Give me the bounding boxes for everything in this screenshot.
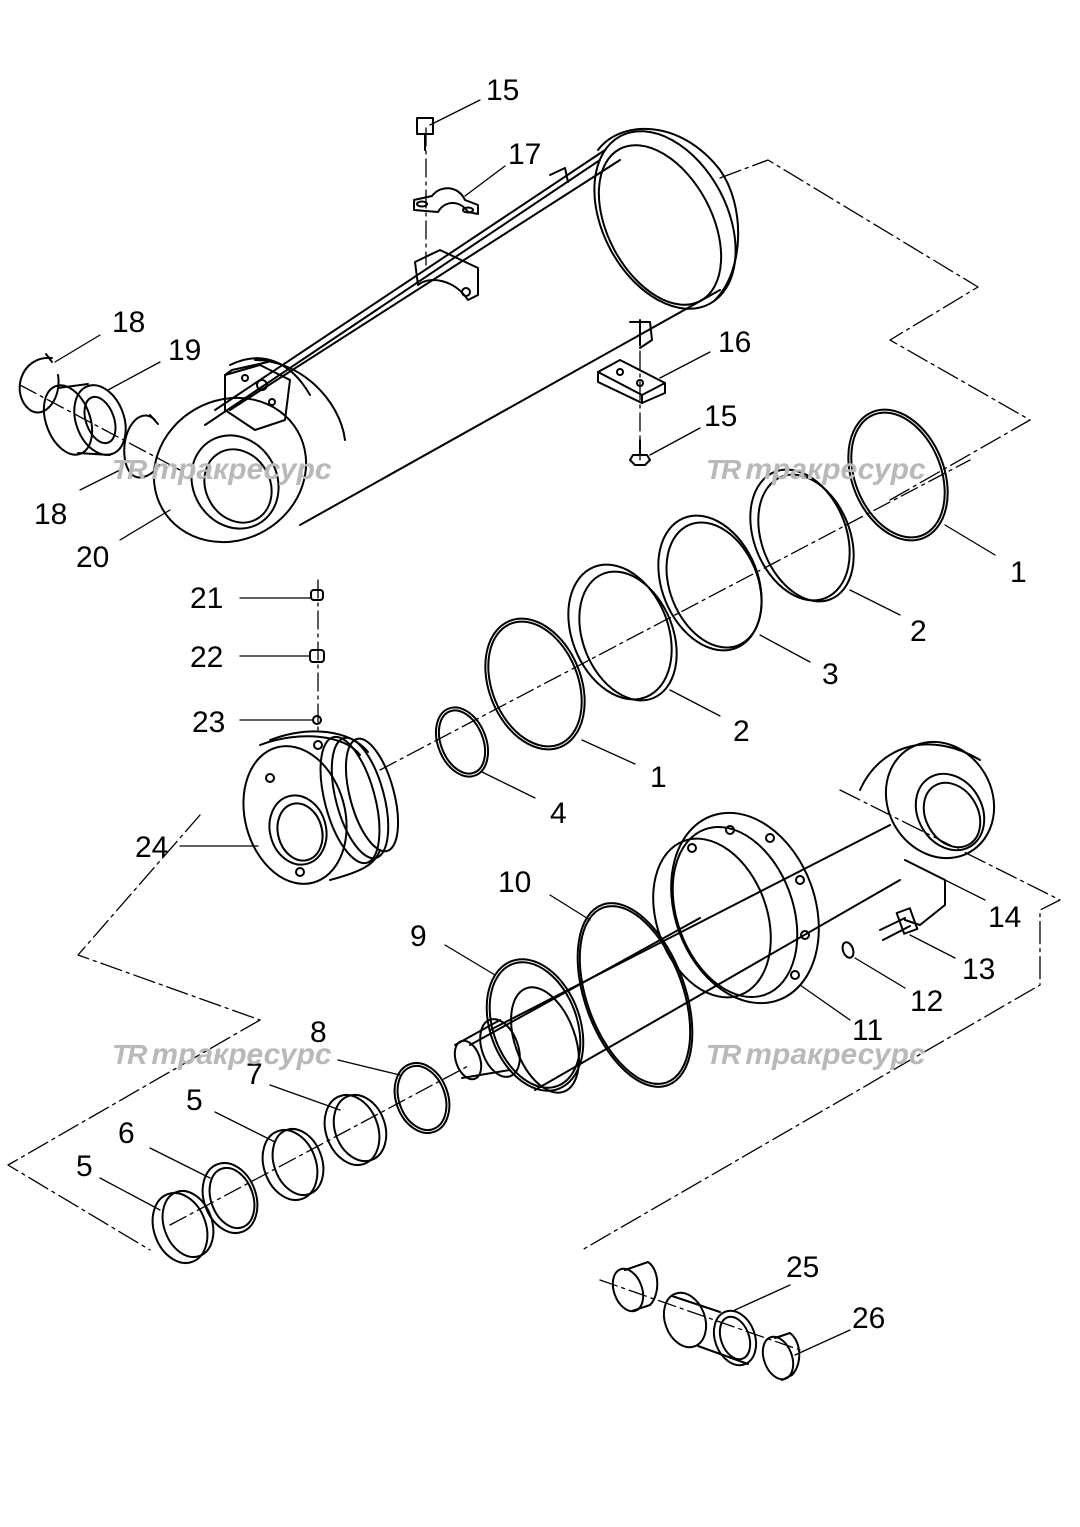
- callout-11: 11: [852, 1014, 884, 1047]
- wear-ring-2-upper: [749, 468, 855, 603]
- callout-1-lower: 1: [650, 761, 667, 794]
- watermark-text: тракресурс: [151, 1038, 332, 1071]
- callout-8: 8: [310, 1016, 327, 1049]
- bolt-bottom: [629, 439, 651, 466]
- bolt-13: [879, 907, 919, 941]
- callout-24: 24: [135, 831, 169, 864]
- callout-13: 13: [962, 953, 996, 986]
- seal-ring-9: [485, 958, 585, 1092]
- callout-10: 10: [498, 866, 532, 899]
- watermark-logo: TR: [112, 1039, 147, 1070]
- callout-25: 25: [786, 1251, 820, 1284]
- callout-17: 17: [508, 138, 542, 171]
- washer-12: [841, 941, 855, 959]
- assembly-boundary-lines: [7, 159, 1061, 1251]
- axis-lines: [19, 127, 971, 1351]
- bushing-25: [662, 1291, 758, 1367]
- piston-seal-3: [657, 514, 763, 652]
- callout-6: 6: [118, 1117, 135, 1150]
- retaining-ring-right: [123, 414, 161, 479]
- callout-2-lower: 2: [733, 715, 750, 748]
- clamp-bracket: [413, 187, 479, 215]
- callout-20: 20: [76, 541, 110, 574]
- callout-2-upper: 2: [910, 615, 927, 648]
- callout-5-lower: 5: [76, 1150, 93, 1183]
- wear-ring-2-lower: [567, 563, 678, 702]
- piston: [242, 730, 400, 885]
- callout-4: 4: [550, 797, 567, 830]
- watermark-logo: TR: [706, 1039, 741, 1070]
- seal-ring-1-upper: [847, 408, 949, 542]
- piston-rod: [453, 740, 996, 1094]
- bolt-top: [416, 117, 434, 151]
- callout-7: 7: [246, 1058, 263, 1091]
- seal-cap-26: [761, 1332, 801, 1381]
- watermark-text: тракресурс: [745, 453, 926, 486]
- callout-16: 16: [718, 326, 752, 359]
- callout-9: 9: [410, 920, 427, 953]
- callout-15-bottom: 15: [704, 400, 738, 433]
- seal-ring-1-lower: [484, 617, 586, 751]
- watermark-logo: TR: [112, 454, 147, 485]
- grease-fitting-22: [309, 649, 325, 663]
- callout-1-upper: 1: [1010, 556, 1027, 589]
- watermark-logo: TR: [706, 454, 741, 485]
- cylinder-barrel: [152, 127, 740, 544]
- callout-21: 21: [190, 582, 224, 615]
- callout-26: 26: [852, 1302, 886, 1335]
- retaining-ring-left: [18, 353, 60, 414]
- ball-23: [312, 715, 322, 725]
- wiper-ring-5-upper: [261, 1128, 325, 1201]
- watermark-text: тракресурс: [745, 1038, 926, 1071]
- callout-19: 19: [168, 334, 202, 367]
- callout-14: 14: [988, 901, 1022, 934]
- seal-6: [201, 1162, 259, 1234]
- o-ring-10: [576, 902, 694, 1088]
- callout-5-upper: 5: [186, 1084, 203, 1117]
- wiper-ring-5-lower: [151, 1190, 215, 1264]
- rod-seal-7: [323, 1093, 388, 1166]
- callout-18-top: 18: [112, 306, 146, 339]
- leader-lines: [54, 99, 996, 1356]
- spherical-bearing: [42, 383, 127, 456]
- callout-22: 22: [190, 641, 224, 674]
- o-ring-4: [434, 706, 490, 778]
- watermark-text: тракресурс: [151, 453, 332, 486]
- grease-fitting-21: [310, 589, 324, 601]
- callout-12: 12: [910, 985, 944, 1018]
- callout-23: 23: [192, 706, 226, 739]
- o-ring-8: [393, 1062, 451, 1134]
- callout-15-top: 15: [486, 74, 520, 107]
- callout-3: 3: [822, 658, 839, 691]
- seal-cap-left: [611, 1261, 659, 1313]
- callout-18-bottom: 18: [34, 498, 68, 531]
- mounting-plate: [597, 359, 666, 404]
